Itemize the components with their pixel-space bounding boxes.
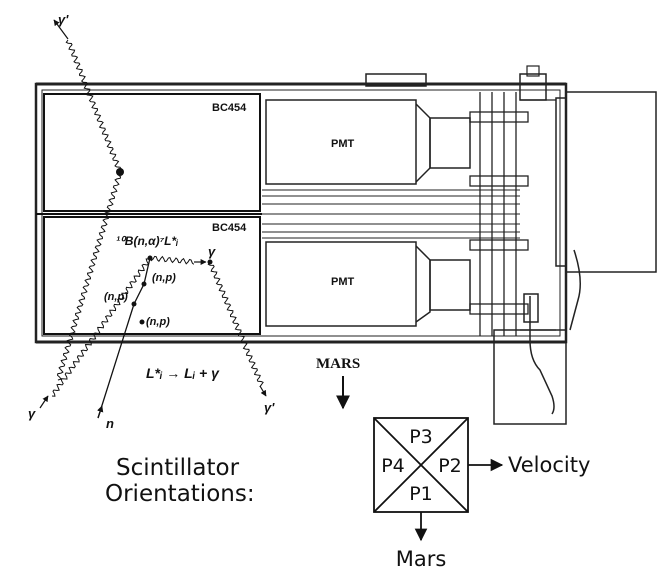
pmt-bottom-label: PMT	[331, 276, 355, 288]
pmt-top	[265, 99, 471, 185]
scintillator-top-label: BC454	[212, 102, 247, 114]
gamma-prime-bottom-arrow	[259, 385, 267, 397]
gamma-prime-top-arrow	[53, 19, 69, 40]
scintillator-bottom-label: BC454	[212, 222, 247, 234]
neutron-label: n	[106, 416, 114, 431]
gamma-in-label: γ	[28, 406, 36, 421]
interaction-point	[116, 168, 124, 176]
light-guides	[262, 189, 520, 239]
gamma-track-capture	[51, 255, 264, 397]
scintillator-bottom	[43, 216, 261, 335]
mars-arrow-label: MARS	[316, 356, 360, 372]
velocity-label: Velocity	[508, 453, 590, 477]
orientation-title-line2: Orientations:	[105, 481, 255, 507]
electronics-box	[493, 91, 657, 425]
neutron-track	[97, 257, 151, 419]
gamma-track-through	[56, 39, 122, 381]
pmt-bottom	[265, 241, 471, 327]
np-label-2: (n,p)	[104, 291, 128, 303]
panel-p3-label: P3	[409, 426, 433, 448]
panel-p1-label: P1	[409, 483, 433, 505]
np-label-1: (n,p)	[152, 272, 176, 284]
gamma-in-arrow	[39, 395, 49, 409]
scintillator-top	[43, 93, 261, 212]
pmt-top-label: PMT	[331, 138, 355, 150]
orientation-title-line1: Scintillator	[116, 455, 240, 481]
gamma-track-through-lower	[56, 171, 122, 381]
gamma-prime-bottom-label: γ'	[264, 400, 275, 415]
panel-p2-label: P2	[438, 455, 462, 477]
panel-p4-label: P4	[381, 455, 405, 477]
decay-equation: L*ᵢ → Lᵢ + γ	[146, 365, 220, 381]
np-label-3: (n,p)	[146, 316, 170, 328]
mars-label: Mars	[396, 547, 447, 571]
gamma-prime-top-label: γ'	[58, 12, 69, 27]
gamma-out-label: γ	[208, 244, 216, 259]
capture-reaction-label: ¹⁰B(n,α)⁷L*ᵢ	[116, 234, 178, 248]
